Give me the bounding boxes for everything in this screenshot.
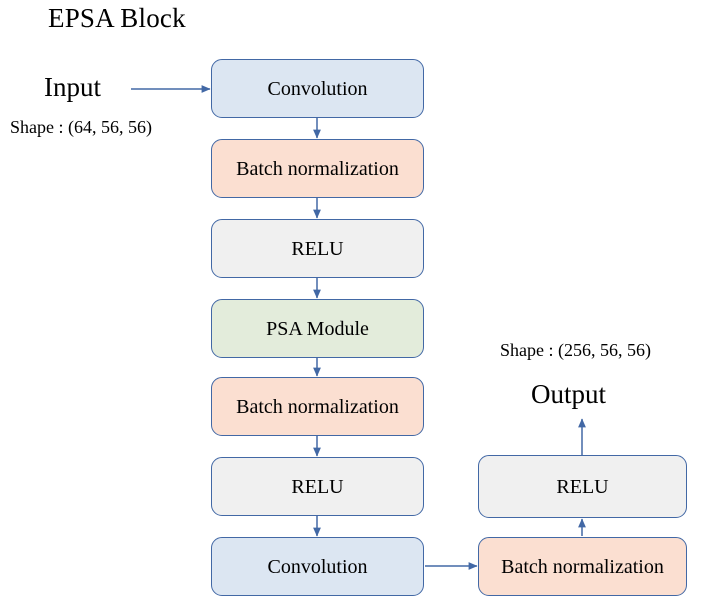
node-label: Batch normalization [501, 555, 664, 578]
diagram-title: EPSA Block [48, 3, 186, 33]
node-label: Batch normalization [236, 157, 399, 180]
node-relu-2[interactable]: RELU [211, 457, 424, 516]
node-label: PSA Module [266, 317, 369, 340]
node-label: RELU [291, 237, 344, 260]
output-shape-label: Shape : (256, 56, 56) [500, 340, 651, 360]
node-label: RELU [291, 475, 344, 498]
node-label: RELU [556, 475, 609, 498]
node-psa-module[interactable]: PSA Module [211, 299, 424, 358]
input-shape-label: Shape : (64, 56, 56) [10, 117, 152, 137]
node-convolution-1[interactable]: Convolution [211, 59, 424, 118]
node-batch-normalization-1[interactable]: Batch normalization [211, 139, 424, 198]
node-batch-normalization-2[interactable]: Batch normalization [211, 377, 424, 436]
node-batch-normalization-3[interactable]: Batch normalization [478, 537, 687, 596]
node-relu-1[interactable]: RELU [211, 219, 424, 278]
node-label: Convolution [267, 77, 368, 100]
node-label: Convolution [267, 555, 368, 578]
node-label: Batch normalization [236, 395, 399, 418]
input-label: Input [44, 72, 101, 102]
node-relu-3[interactable]: RELU [478, 455, 687, 518]
node-convolution-2[interactable]: Convolution [211, 537, 424, 596]
output-label: Output [531, 379, 607, 409]
